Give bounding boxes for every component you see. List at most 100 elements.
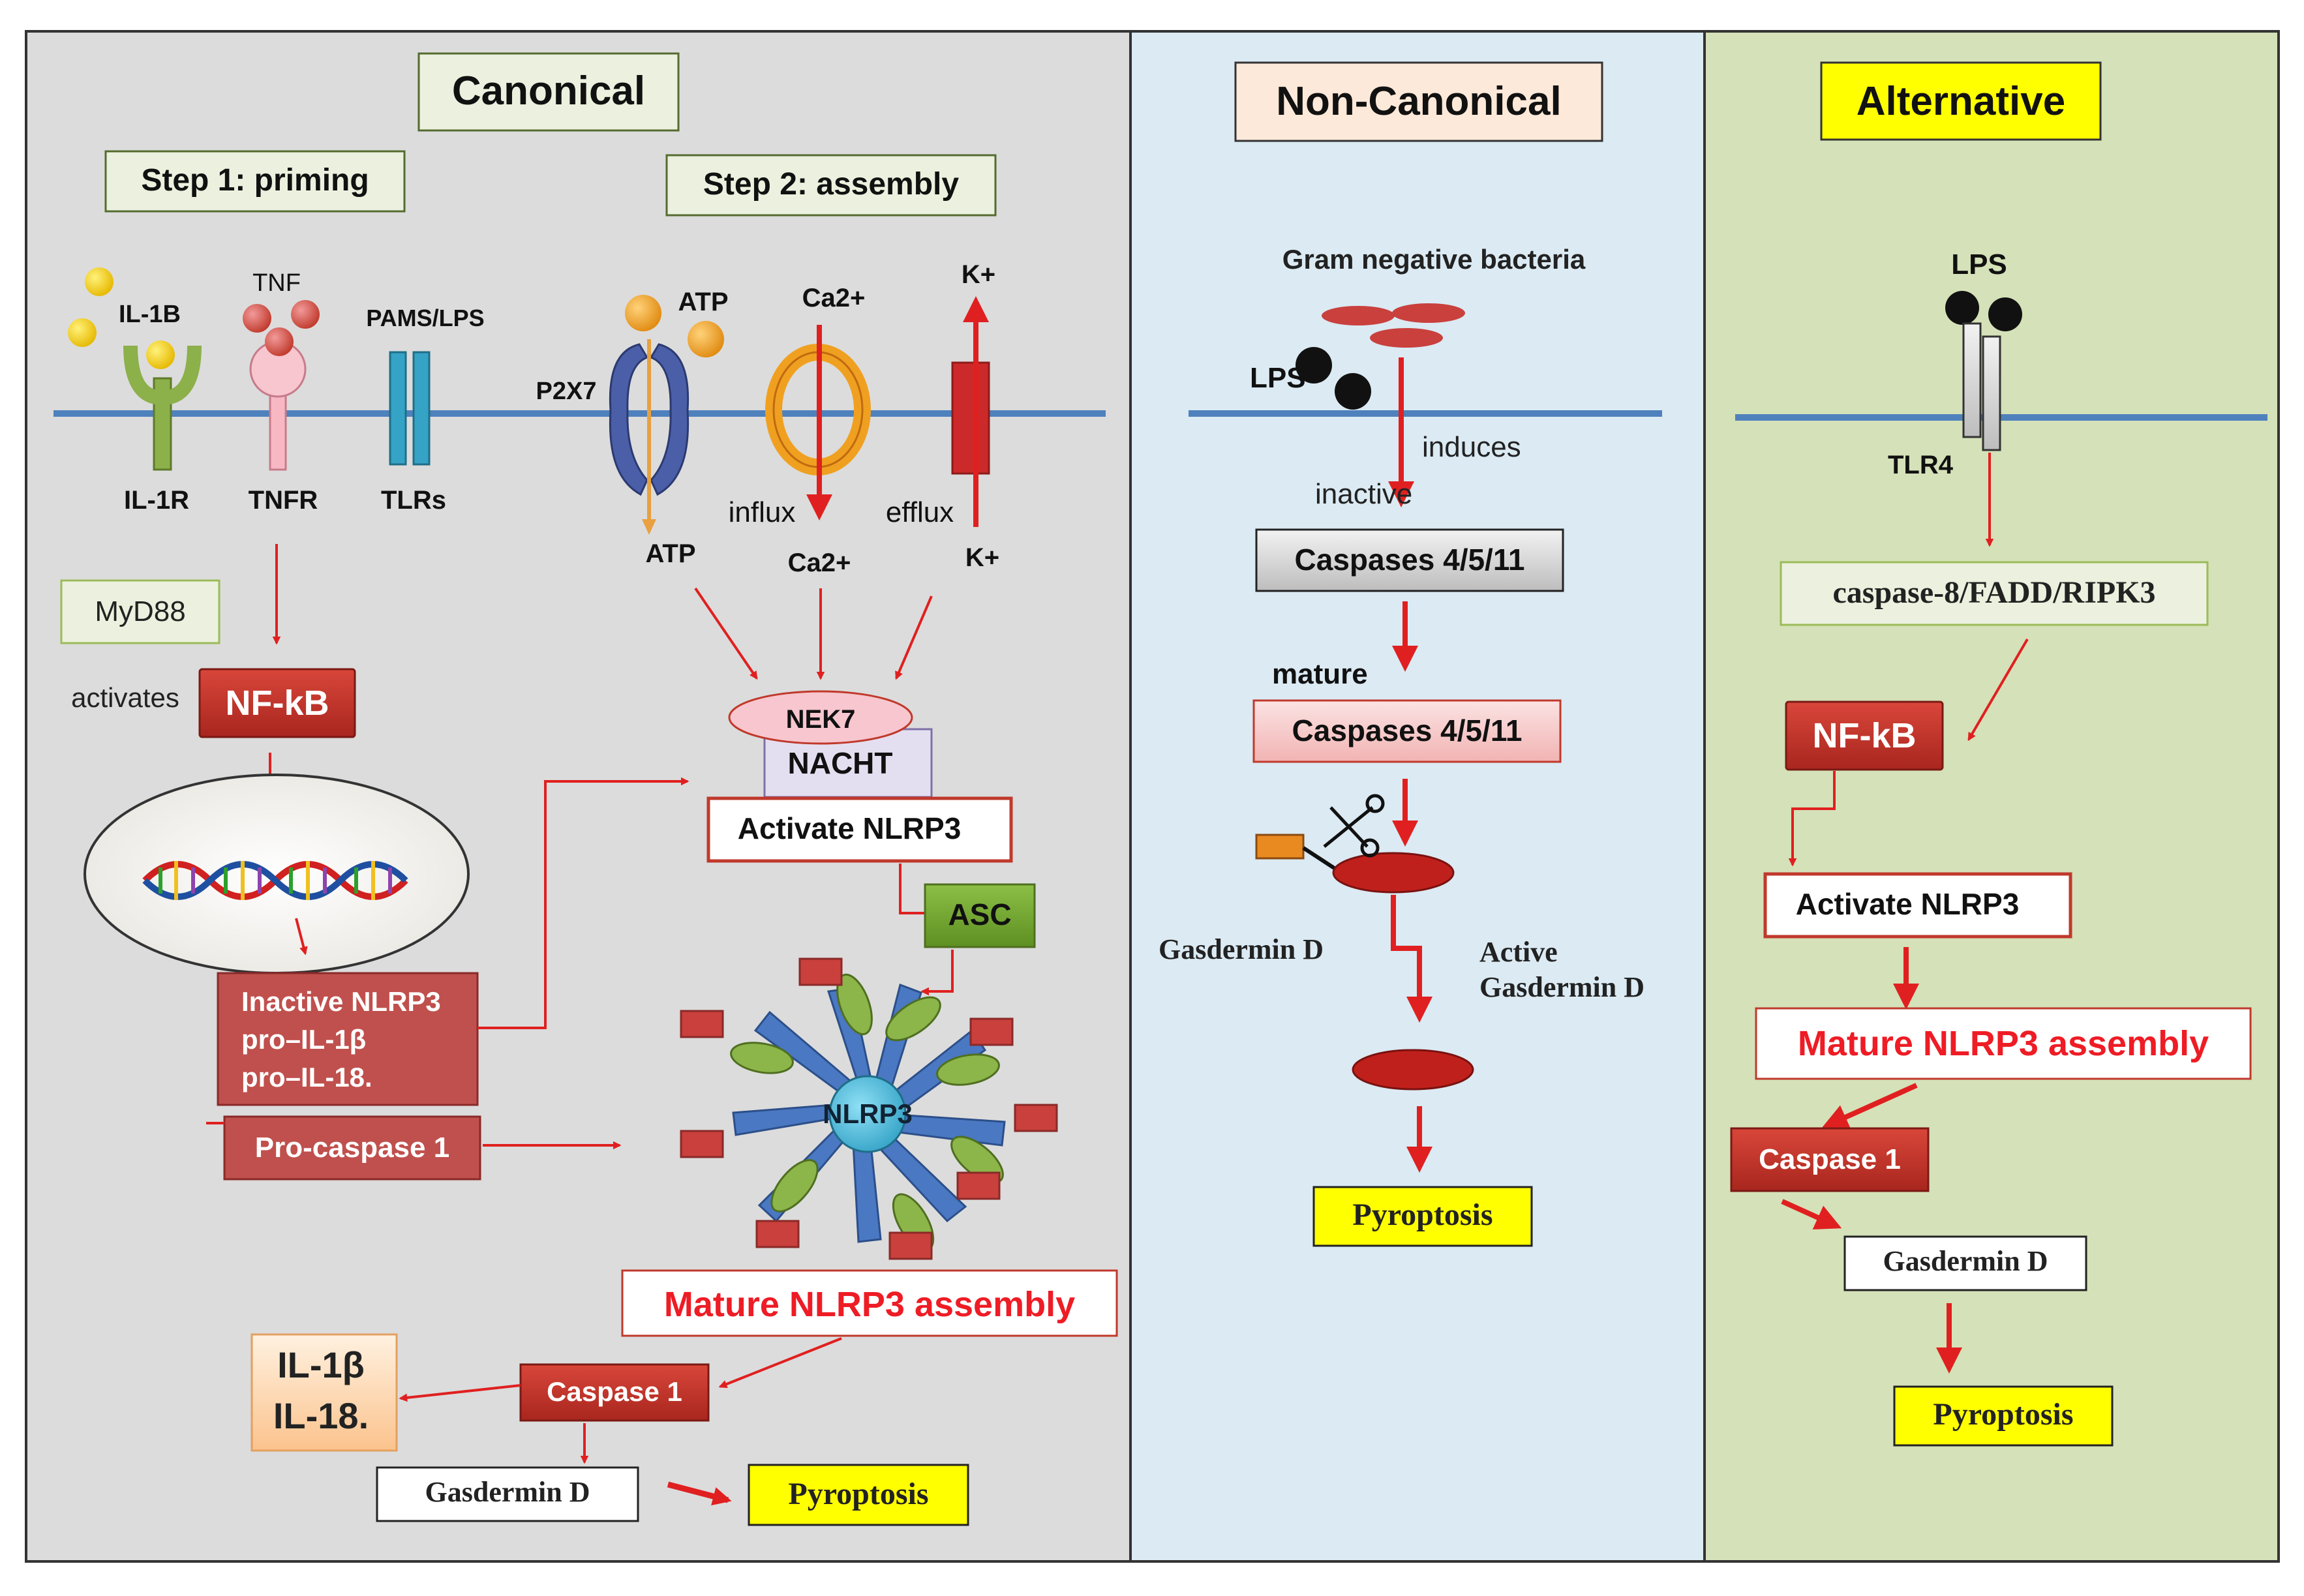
mature-to-caspase-arrow bbox=[718, 1337, 842, 1389]
k-to-nek7-arrow bbox=[895, 595, 933, 680]
asc-label: ASC bbox=[948, 897, 1011, 931]
pro-il1b-label: pro–IL-1β bbox=[241, 1024, 366, 1055]
il1b-ligand-icon bbox=[146, 340, 175, 369]
nfkb-to-activate-arrow bbox=[1788, 771, 1836, 867]
gasdermin-label: Gasdermin D bbox=[425, 1476, 590, 1508]
cleaved-to-active-arrow bbox=[1391, 895, 1432, 1023]
activate-nlrp3-label: Activate NLRP3 bbox=[738, 811, 962, 845]
bacteria-icon bbox=[1322, 303, 1465, 348]
il1b-ligand-label: IL-1B bbox=[119, 301, 181, 328]
il1r-label: IL-1R bbox=[124, 486, 189, 515]
active-line2: Gasdermin D bbox=[1479, 971, 1645, 1003]
caspases-inactive-box bbox=[1255, 528, 1564, 592]
noncanonical-section: Non-Canonical Gram negative bacteria LPS… bbox=[1159, 61, 1662, 1247]
caspase-to-cytokines-arrow bbox=[399, 1384, 521, 1402]
lps-ball-icon bbox=[1296, 347, 1332, 384]
complex-to-nfkb-arrow bbox=[1967, 638, 2029, 742]
gasdermin-d-label: Gasdermin D bbox=[1159, 933, 1324, 965]
pro-caspase-label: Pro-caspase 1 bbox=[255, 1132, 449, 1164]
alt-nfkb-label: NF-kB bbox=[1813, 716, 1917, 755]
k-top-label: K+ bbox=[962, 260, 995, 289]
il1b-ligand-icon bbox=[68, 318, 97, 347]
dna-to-products-arrow bbox=[295, 918, 308, 956]
noncanonical-pyroptosis-box bbox=[1312, 1186, 1533, 1247]
caspase1-label: Caspase 1 bbox=[547, 1376, 682, 1407]
active-gasdermin-icon bbox=[1352, 1049, 1474, 1091]
tnf-ligand-icon bbox=[265, 327, 294, 356]
tnf-label: TNF bbox=[252, 269, 301, 297]
pyroptosis-box bbox=[748, 1464, 969, 1526]
mature-box bbox=[621, 1269, 1118, 1337]
alt-gasdermin-label: Gasdermin D bbox=[1883, 1245, 2048, 1277]
bacteria-label: Gram negative bacteria bbox=[1282, 244, 1586, 275]
atp-ball-icon bbox=[625, 295, 661, 331]
dna-helix-icon bbox=[142, 861, 408, 900]
caspases-mature-label: Caspases 4/5/11 bbox=[1292, 714, 1523, 747]
il18-output-label: IL-18. bbox=[273, 1395, 369, 1436]
active-line1: Active bbox=[1479, 936, 1558, 968]
step1-label: Step 1: priming bbox=[141, 163, 369, 198]
pyroptosis-label: Pyroptosis bbox=[788, 1477, 928, 1511]
inactive-label: inactive bbox=[1315, 478, 1412, 510]
il1b-ligand-icon bbox=[85, 267, 114, 296]
asc-to-inflammasome-arrow bbox=[920, 950, 954, 996]
nucleus-icon bbox=[83, 774, 470, 974]
alternative-title-box bbox=[1820, 61, 2102, 141]
atp-ball-icon bbox=[688, 321, 724, 357]
alt-caspase1-label: Caspase 1 bbox=[1759, 1143, 1901, 1175]
myd88-label: MyD88 bbox=[95, 595, 185, 627]
mature-label: Mature NLRP3 assembly bbox=[664, 1285, 1075, 1324]
alternative-title: Alternative bbox=[1857, 79, 2065, 124]
k-bottom-label: K+ bbox=[965, 543, 999, 572]
tnfr-label: TNFR bbox=[249, 486, 318, 515]
alt-lps-label: LPS bbox=[1951, 248, 2007, 280]
efflux-label: efflux bbox=[886, 496, 954, 528]
activates-label: activates bbox=[71, 682, 179, 713]
alt-mature-label: Mature NLRP3 assembly bbox=[1798, 1024, 2209, 1063]
nek7-label: NEK7 bbox=[786, 705, 856, 734]
inactive-to-activate-arrow bbox=[477, 777, 690, 1029]
activate-to-asc-arrow bbox=[899, 864, 935, 918]
influx-label: influx bbox=[729, 496, 796, 528]
p2x7-label: P2X7 bbox=[536, 378, 597, 405]
cytokine-output-box bbox=[250, 1333, 398, 1452]
ca-bottom-label: Ca2+ bbox=[788, 549, 851, 577]
caspases-mature-box bbox=[1252, 699, 1562, 763]
alt-activate-label: Activate NLRP3 bbox=[1796, 887, 2020, 921]
atp-to-nek7-arrow bbox=[694, 587, 758, 680]
alternative-section: Alternative LPS TLR4 caspase-8/FADD/RIPK… bbox=[1730, 61, 2267, 1447]
alt-gasdermin-box bbox=[1843, 1235, 2087, 1291]
canonical-title-box bbox=[417, 52, 680, 132]
nek7-ellipse bbox=[728, 690, 913, 745]
canonical-section: Canonical Step 1: priming Step 2: assemb… bbox=[53, 52, 1118, 1526]
caspase1-box bbox=[519, 1363, 710, 1422]
lps-ball-icon bbox=[1335, 373, 1371, 410]
step2-box bbox=[665, 154, 997, 217]
tnf-ligand-icon bbox=[243, 304, 271, 333]
p2x7-channel-icon bbox=[609, 339, 690, 535]
alt-caspase1-box bbox=[1730, 1127, 1930, 1192]
nfkb-label: NF-kB bbox=[226, 684, 329, 723]
myd88-box bbox=[60, 579, 220, 644]
nlrp3-inflammasome-icon bbox=[680, 957, 1058, 1260]
canonical-title: Canonical bbox=[452, 68, 645, 113]
pro-caspase-box bbox=[223, 1115, 481, 1181]
mature-caspase-word: mature bbox=[1272, 658, 1368, 690]
atp-bottom-label: ATP bbox=[645, 539, 695, 568]
caspases-inactive-label: Caspases 4/5/11 bbox=[1295, 543, 1525, 577]
alt-activate-box bbox=[1763, 872, 2072, 939]
nlrp3-core-label: NLRP3 bbox=[823, 1098, 913, 1129]
alt-pyroptosis-box bbox=[1893, 1385, 2114, 1447]
scissors-icon bbox=[1323, 794, 1385, 858]
activate-nlrp3-box bbox=[706, 796, 1013, 863]
inactive-nlrp3-label: Inactive NLRP3 bbox=[241, 986, 441, 1017]
alt-mature-box bbox=[1755, 1007, 2252, 1080]
tlr4-receptor-icon bbox=[1962, 322, 2001, 451]
alt-nfkb-box bbox=[1785, 700, 1944, 771]
lps-label: LPS bbox=[1250, 362, 1306, 394]
noncanonical-pyroptosis-label: Pyroptosis bbox=[1352, 1197, 1493, 1232]
gasdermin-box bbox=[376, 1466, 639, 1522]
alt-pyroptosis-label: Pyroptosis bbox=[1933, 1397, 2073, 1432]
tlrs-receptor-icon bbox=[389, 351, 431, 466]
